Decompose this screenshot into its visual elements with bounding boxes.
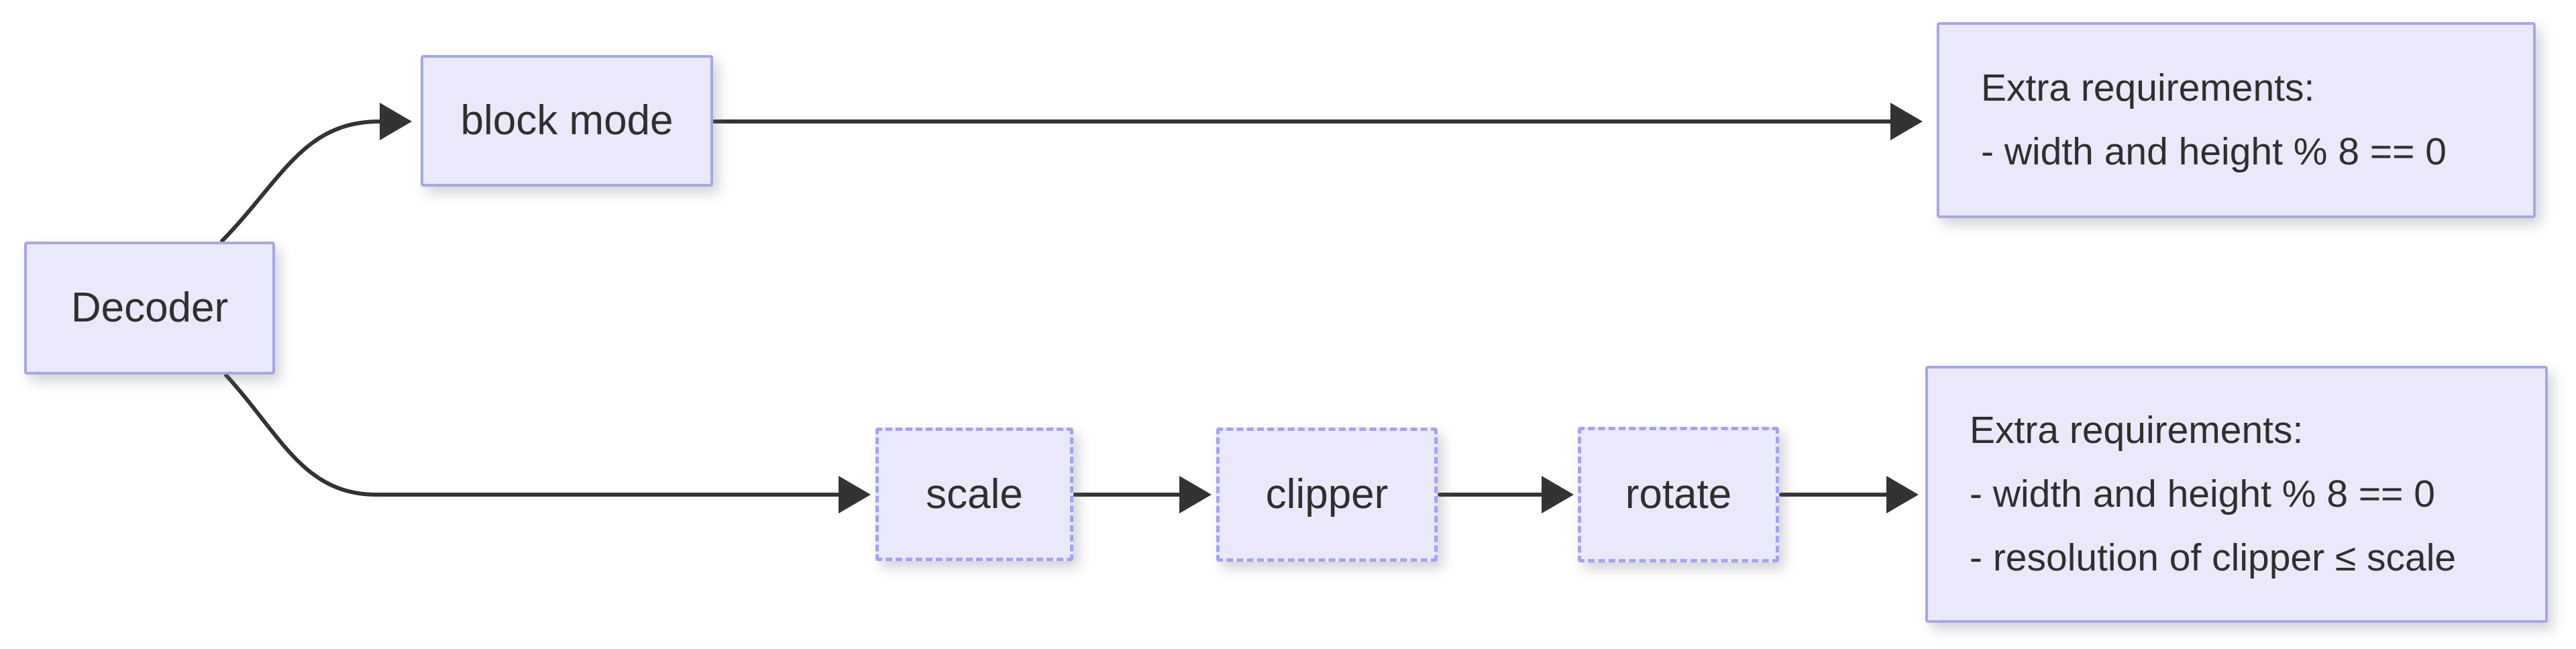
node-rotate: rotate [1578,427,1779,562]
edge-decoder-to-scale [224,373,841,497]
edge-decoder-to-block-mode [220,119,382,243]
node-clipper: clipper [1216,428,1438,562]
node-decoder-label: Decoder [70,285,229,331]
requirements-title: Extra requirements: [1970,409,2304,452]
node-block-mode-label: block mode [460,97,674,144]
arrowhead-clipper [1179,476,1212,513]
requirements-title: Extra requirements: [1981,66,2315,109]
arrowhead-rotate [1542,476,1574,513]
node-rotate-label: rotate [1625,471,1732,517]
arrowhead-block-mode [380,103,412,140]
node-clipper-label: clipper [1265,471,1389,517]
node-decoder: Decoder [24,242,275,375]
requirements-note-block-mode: Extra requirements: - width and height %… [1937,22,2536,218]
node-scale-label: scale [926,470,1023,517]
requirement-line: - width and height % 8 == 0 [1981,130,2447,173]
arrowhead-scale [839,476,871,513]
node-block-mode: block mode [421,55,713,187]
arrowhead-requirements-bottom [1886,476,1919,513]
arrowhead-requirements-top [1890,103,1923,140]
requirement-line: - width and height % 8 == 0 [1970,472,2435,515]
node-scale: scale [875,428,1073,561]
requirement-line: - resolution of clipper ≤ scale [1970,536,2457,579]
requirements-note-filter-chain: Extra requirements: - width and height %… [1925,366,2548,623]
